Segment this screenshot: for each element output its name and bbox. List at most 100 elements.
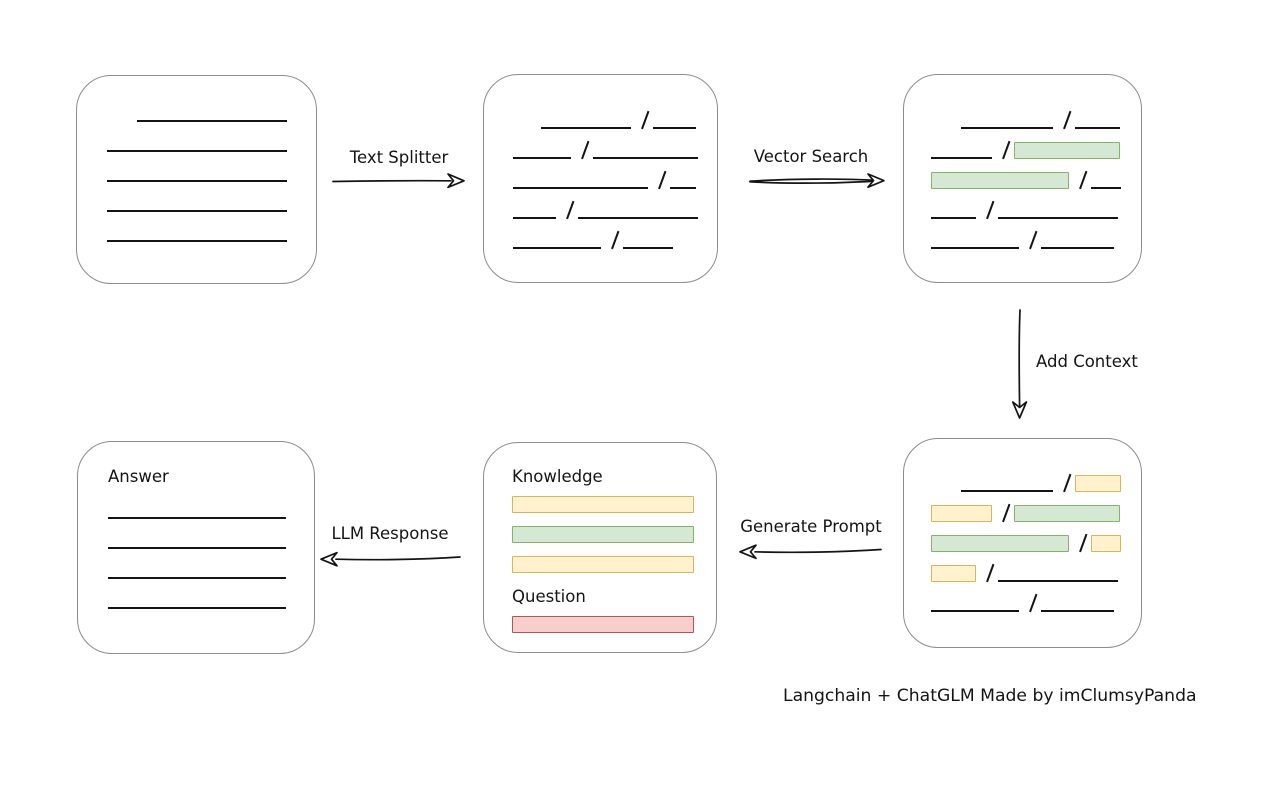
question-label: Question [512,587,586,606]
text-row [107,92,316,122]
text-line [107,150,287,152]
text-row [108,549,314,579]
text-line [108,517,286,519]
text-row [107,122,316,152]
text-row [512,483,716,513]
text-row [931,492,1141,522]
vector-search-arrow [747,168,887,194]
text-line [513,187,648,189]
indent-gap [931,491,961,492]
text-line [931,217,976,219]
text-row [931,99,1141,129]
slash-separator [981,561,993,582]
generate-prompt-arrow [735,539,883,563]
generate-prompt-label: Generate Prompt [740,517,882,536]
text-row [513,159,717,189]
green-chip [1014,142,1120,159]
indent-gap [513,128,541,129]
slash-separator [606,228,618,249]
slash-separator [561,198,573,219]
text-row [107,212,316,242]
slash-separator [653,168,665,189]
text-line [107,240,287,242]
source-document-node [76,75,317,284]
text-line [108,607,286,609]
slash-separator [997,501,1009,522]
text-row [931,522,1141,552]
text-line [931,610,1019,612]
green-chip [512,526,694,543]
text-row [931,462,1141,492]
slash-separator [1024,591,1036,612]
text-row [107,182,316,212]
slash-separator [636,108,648,129]
prompt-node: Knowledge Question [483,442,717,653]
text-line [593,157,698,159]
text-line [513,157,571,159]
text-line [1041,247,1114,249]
text-line [578,217,698,219]
text-line [1091,187,1121,189]
text-line [931,157,992,159]
text-line [998,580,1118,582]
red-chip [512,616,694,633]
split-chunks-node [483,74,718,283]
text-row [513,219,717,249]
llm-response-arrow [316,546,462,570]
text-row [931,189,1141,219]
text-line [961,127,1053,129]
slash-separator [1074,531,1086,552]
text-line [623,247,673,249]
text-line [108,577,286,579]
add-context-label: Add Context [1036,352,1138,371]
green-chip [931,172,1069,189]
answer-label: Answer [108,467,169,486]
text-line [670,187,696,189]
text-line [513,247,601,249]
diagram-caption: Langchain + ChatGLM Made by imClumsyPand… [783,686,1197,706]
answer-node: Answer [77,441,315,654]
text-row [107,152,316,182]
text-line [108,547,286,549]
text-splitter-label: Text Splitter [349,148,449,167]
text-line [1075,127,1120,129]
yellow-chip [931,505,992,522]
yellow-chip [1091,535,1121,552]
text-row [513,129,717,159]
text-row [931,219,1141,249]
text-line [653,127,696,129]
yellow-chip [512,556,694,573]
text-row [512,603,716,633]
slash-separator [997,138,1009,159]
text-row [108,519,314,549]
text-line [107,210,287,212]
indent-gap [931,128,961,129]
yellow-chip [1075,475,1121,492]
vector-search-label: Vector Search [753,147,869,166]
text-line [107,180,287,182]
slash-separator [1058,471,1070,492]
text-row [512,513,716,543]
text-row [931,552,1141,582]
text-row [108,579,314,609]
slash-separator [576,138,588,159]
matched-chunks-node [903,74,1142,283]
text-row [931,159,1141,189]
yellow-chip [512,496,694,513]
text-row [512,543,716,573]
text-line [1041,610,1114,612]
llm-response-label: LLM Response [331,524,449,543]
text-row [931,582,1141,612]
text-line [541,127,631,129]
text-row [513,99,717,129]
slash-separator [981,198,993,219]
text-row [931,129,1141,159]
green-chip [931,535,1069,552]
add-context-arrow [1007,308,1033,424]
slash-separator [1024,228,1036,249]
text-line [137,120,287,122]
text-line [961,490,1053,492]
text-line [513,217,556,219]
context-chunks-node [903,438,1142,648]
